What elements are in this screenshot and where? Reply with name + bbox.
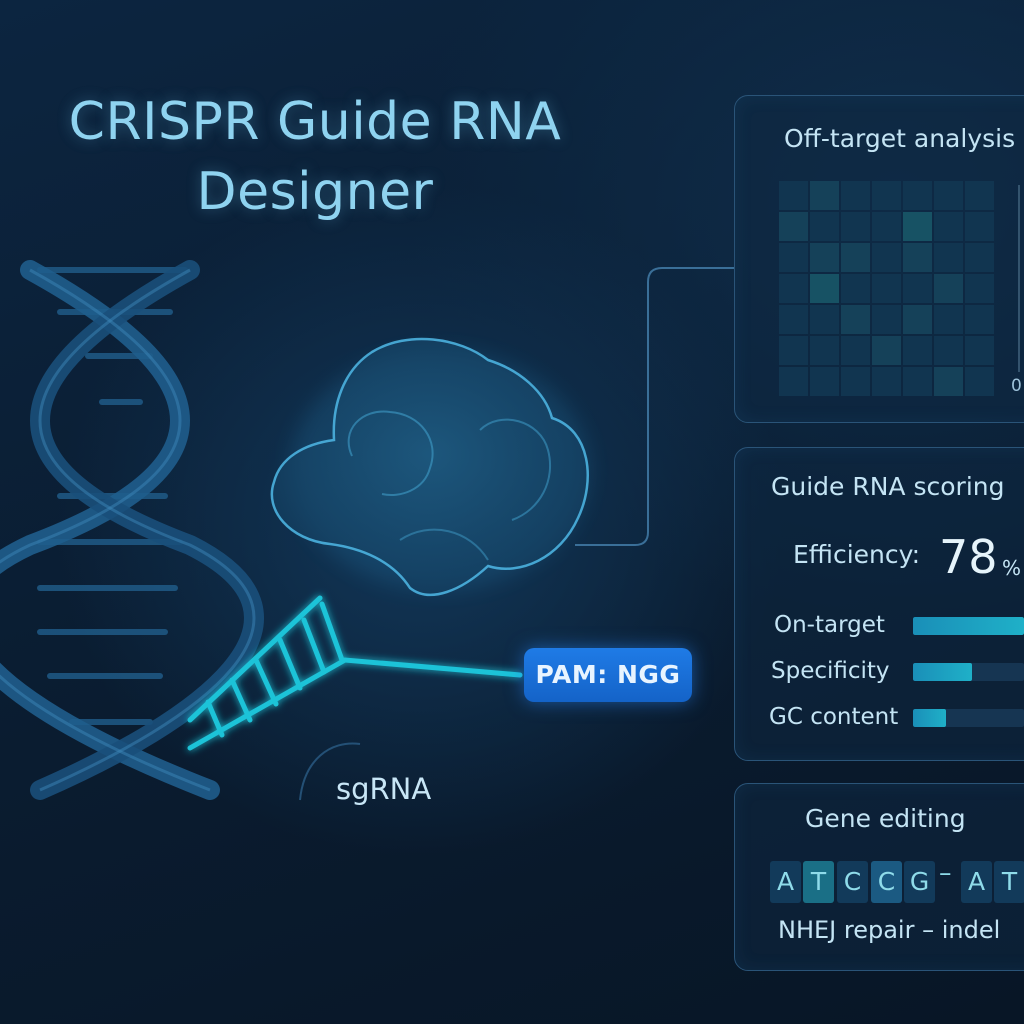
sequence-base: G	[904, 861, 935, 903]
on-target-bar	[913, 617, 1024, 635]
gc-content-bar	[913, 709, 1024, 727]
connector-offtarget	[575, 267, 734, 546]
specificity-bar-fill	[913, 663, 972, 681]
sequence-base: T	[803, 861, 834, 903]
metric-label-specificity: Specificity	[771, 658, 890, 684]
repair-text: NHEJ repair – indel	[778, 916, 1001, 944]
sequence-base: C	[837, 861, 868, 903]
sequence-gap: –	[939, 858, 952, 887]
efficiency-value: 78	[939, 530, 998, 584]
specificity-bar	[913, 663, 1024, 681]
metric-label-on-target: On-target	[774, 612, 885, 638]
sequence-base: C	[871, 861, 902, 903]
sgrna-label-arc	[299, 742, 361, 801]
sgrna-base-pair	[253, 657, 279, 707]
sgrna-base-pair	[229, 677, 253, 723]
page-title-line1: CRISPR Guide RNA	[68, 92, 562, 152]
page-title-line2: Designer	[196, 162, 434, 222]
scoring-panel	[734, 447, 1024, 761]
metric-label-gc-content: GC content	[769, 704, 899, 730]
sequence-base: A	[961, 861, 992, 903]
heatmap-scale-label: 0	[1011, 376, 1022, 396]
sequence-base: A	[770, 861, 801, 903]
gc-content-bar-fill	[913, 709, 947, 727]
sgrna-strand	[187, 595, 523, 751]
sgrna-base-pair	[277, 637, 303, 691]
off-target-panel	[734, 95, 1024, 423]
off-target-title: Off-target analysis	[784, 124, 1016, 153]
sgrna-label: sgRNA	[336, 772, 432, 806]
sgrna-base-pair	[205, 699, 225, 738]
sequence-base: T	[994, 861, 1024, 903]
pam-badge[interactable]: PAM: NGG	[524, 648, 692, 702]
sgrna-base-pair	[301, 617, 327, 675]
sgrna-base-pair	[319, 601, 345, 663]
scoring-title: Guide RNA scoring	[771, 472, 1005, 501]
cas9-protein	[270, 337, 590, 597]
efficiency-label: Efficiency:	[793, 540, 921, 569]
efficiency-unit: %	[1002, 556, 1022, 580]
dna-helix	[0, 260, 264, 800]
on-target-bar-fill	[913, 617, 1024, 635]
gene-editing-title: Gene editing	[805, 804, 966, 833]
